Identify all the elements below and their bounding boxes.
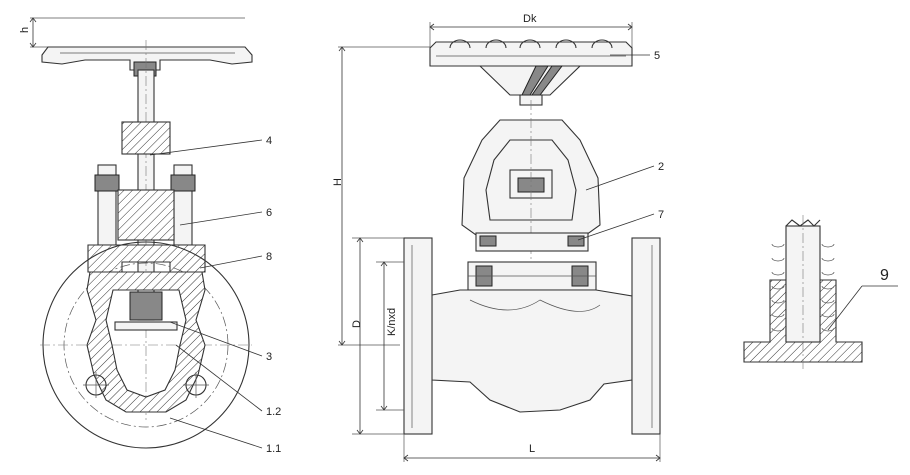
yoke-nut xyxy=(121,121,171,155)
callout-4: 4 xyxy=(266,135,272,147)
handwheel-front xyxy=(429,39,633,106)
valve-body-front xyxy=(431,289,633,413)
dimension-H: H xyxy=(332,46,430,346)
dim-h-label: h xyxy=(19,27,31,33)
dimension-h: h xyxy=(19,17,245,48)
gland-bolts-section xyxy=(94,164,196,246)
callout-9: 9 xyxy=(880,267,889,284)
callouts-front: 5 2 7 xyxy=(577,50,664,241)
callout-1-2: 1.2 xyxy=(266,406,281,418)
detail-9: 9 xyxy=(743,215,898,370)
callout-8: 8 xyxy=(266,251,272,263)
gland-section xyxy=(117,189,175,241)
dimension-L: L xyxy=(403,434,661,462)
flanges xyxy=(403,237,661,435)
front-view: Dk H xyxy=(332,13,664,462)
disc xyxy=(129,291,163,321)
dimension-K: K/nxd xyxy=(376,261,404,411)
dim-K-label: K/nxd xyxy=(386,308,398,336)
callout-1-1: 1.1 xyxy=(266,443,281,455)
callout-7: 7 xyxy=(658,209,664,221)
bolt-holes xyxy=(83,372,209,398)
dim-D-label: D xyxy=(351,320,363,328)
sectional-view: h xyxy=(19,17,281,455)
handwheel-section xyxy=(41,46,253,77)
callout-6: 6 xyxy=(266,207,272,219)
callouts-left: 4 6 8 3 1.2 1.1 xyxy=(149,135,281,455)
seat xyxy=(114,321,178,331)
dim-L-label: L xyxy=(529,443,535,455)
dimension-D: D xyxy=(351,237,404,435)
callout-3: 3 xyxy=(266,351,272,363)
callout-2: 2 xyxy=(658,161,664,173)
callout-5: 5 xyxy=(654,50,660,62)
bonnet-front xyxy=(467,232,597,291)
valve-body-section xyxy=(86,271,206,413)
yoke-front xyxy=(461,100,601,300)
detail-spring xyxy=(771,243,835,332)
dim-H-label: H xyxy=(332,178,344,186)
dimension-Dk: Dk xyxy=(429,13,633,48)
dim-Dk-label: Dk xyxy=(523,13,537,25)
